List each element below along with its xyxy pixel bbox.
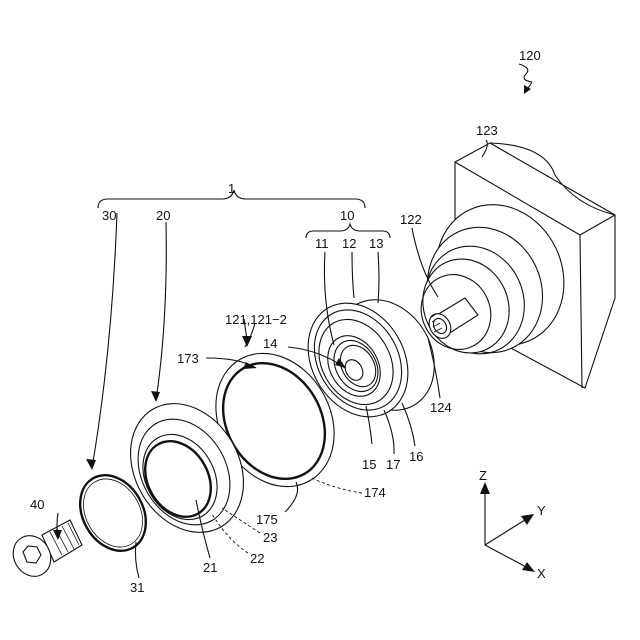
label-124: 124 [430,400,452,415]
label-31: 31 [130,580,144,595]
label-123: 123 [476,123,498,138]
label-22: 22 [250,551,264,566]
label-10: 10 [340,208,354,223]
label-173: 173 [177,351,199,366]
screw-40 [6,520,82,583]
label-120: 120 [519,48,541,63]
label-122: 122 [400,212,422,227]
label-20: 20 [156,208,170,223]
label-12: 12 [342,236,356,251]
label-axis-x: X [537,566,546,581]
axis-triad [480,482,535,572]
label-1: 1 [228,181,235,196]
label-14: 14 [263,336,277,351]
label-40: 40 [30,497,44,512]
label-axis-z: Z [479,468,487,483]
label-16: 16 [409,449,423,464]
label-174: 174 [364,485,386,500]
label-axis-y: Y [537,503,546,518]
label-17: 17 [386,457,400,472]
label-13: 13 [369,236,383,251]
label-30: 30 [102,208,116,223]
label-23: 23 [263,530,277,545]
label-121: 121,121−2 [225,312,287,327]
label-15: 15 [362,457,376,472]
label-11: 11 [315,236,329,251]
label-175: 175 [256,512,278,527]
label-21: 21 [203,560,217,575]
